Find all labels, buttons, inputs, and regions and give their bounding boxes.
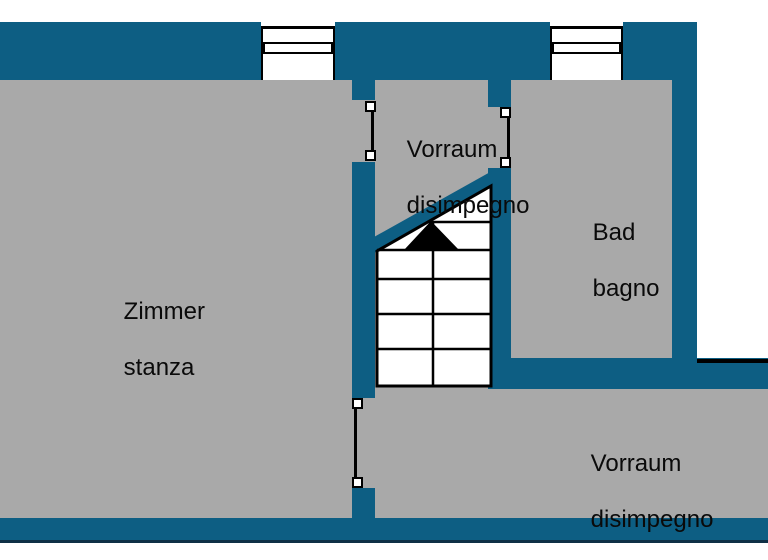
door-2-leaf <box>507 116 510 159</box>
room-label-vorraum-bottom-line2: disimpegno <box>590 506 714 533</box>
room-label-vorraum-bottom-line1: Vorraum <box>590 450 682 477</box>
door-2-opening <box>488 107 511 168</box>
door-1-opening <box>352 100 375 162</box>
room-vorraum-bottom <box>352 389 768 518</box>
window-1-outer-line <box>261 26 335 29</box>
room-label-bad-line1: Bad <box>592 219 636 246</box>
room-label-vorraum-bottom: Vorraum disimpegno <box>564 422 714 560</box>
door-3-jamb-bottom <box>352 477 363 488</box>
room-label-zimmer-line1: Zimmer <box>123 298 205 325</box>
window-2-outer-line <box>550 26 623 29</box>
room-zimmer <box>0 80 375 518</box>
stair-direction-arrow-icon <box>404 221 459 250</box>
room-label-bad: Bad bagno <box>566 191 660 331</box>
room-label-bad-line2: bagno <box>592 275 660 302</box>
door-2-jamb-top <box>500 107 511 118</box>
exterior-outline <box>697 359 768 363</box>
window-1-right-line <box>333 26 335 80</box>
wall-right-exterior <box>672 22 697 361</box>
door-1-jamb-top <box>365 101 376 112</box>
door-1-leaf <box>371 110 374 152</box>
wall-bad-bottom <box>488 358 768 389</box>
window-2-left-line <box>550 26 552 80</box>
door-2-jamb-bottom <box>500 157 511 168</box>
wall-bottom-exterior <box>0 518 768 543</box>
window-2-glazing <box>552 42 621 54</box>
room-label-vorraum-top: Vorraum disimpegno <box>380 108 530 248</box>
wall-bottom-edge <box>0 540 768 543</box>
window-1-left-line <box>261 26 263 80</box>
room-bad <box>511 79 672 361</box>
room-label-vorraum-top-line1: Vorraum <box>406 136 498 163</box>
window-2-right-line <box>621 26 623 80</box>
staircase <box>374 171 493 388</box>
door-3-leaf <box>354 407 357 479</box>
door-1-jamb-bottom <box>365 150 376 161</box>
door-3-jamb-top <box>352 398 363 409</box>
room-label-zimmer-line2: stanza <box>123 354 195 381</box>
window-1-glazing <box>263 42 333 54</box>
stair-landing-wall <box>374 171 492 253</box>
room-label-vorraum-top-line2: disimpegno <box>406 192 530 219</box>
door-3-opening <box>352 398 375 488</box>
room-label-zimmer: Zimmer stanza <box>97 270 205 410</box>
